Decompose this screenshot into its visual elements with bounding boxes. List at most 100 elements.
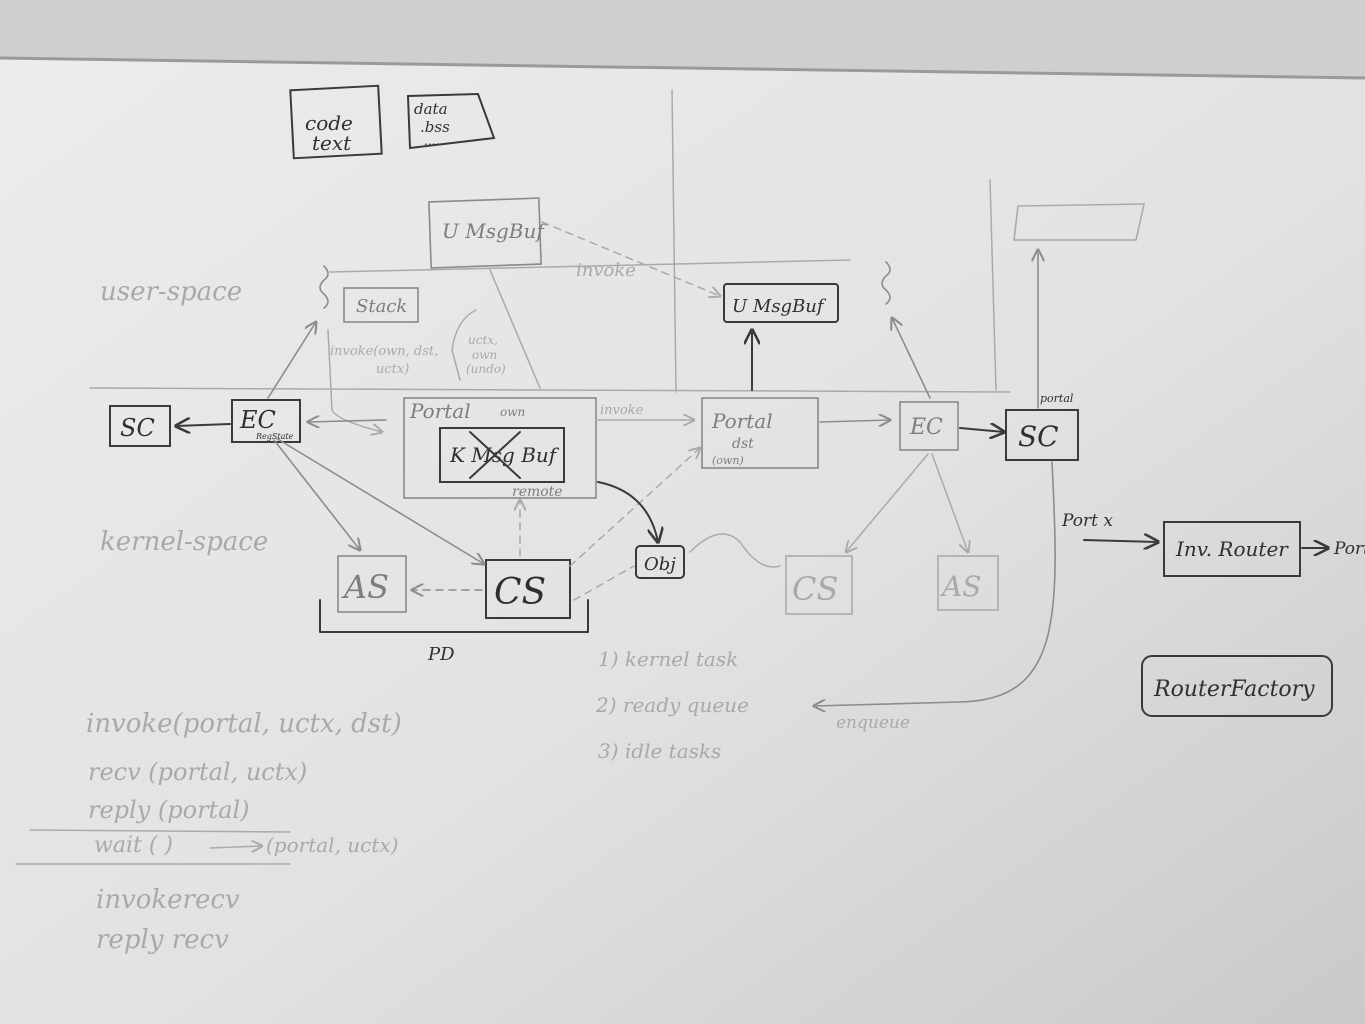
portal-dst-sub-label: dst bbox=[732, 436, 754, 452]
user-space-divider bbox=[329, 259, 851, 273]
kernel-space-label: kernel-space bbox=[100, 527, 268, 557]
portal-own-label: Portal bbox=[409, 399, 471, 423]
as-left-box bbox=[337, 555, 407, 613]
api-recv: recv (portal, uctx) bbox=[88, 758, 307, 786]
sc-left-box bbox=[109, 405, 171, 447]
ec-right-to-as-arrow bbox=[931, 453, 968, 552]
portal-to-ec-right-arrow bbox=[819, 420, 890, 422]
ec-left-label: EC bbox=[239, 406, 276, 434]
ec-to-cs-arrow bbox=[275, 437, 484, 564]
portal-to-obj-arrow bbox=[597, 481, 658, 542]
umsgbuf-to-portal-line bbox=[489, 269, 541, 389]
data-label: data bbox=[414, 100, 448, 118]
cs-right-box bbox=[785, 555, 853, 615]
umsgbuf-invoke-arrow bbox=[541, 221, 720, 296]
cs-to-portal-dst-arrow bbox=[569, 448, 700, 567]
stack-squiggle bbox=[319, 265, 329, 309]
uctx-label: uctx, bbox=[468, 333, 498, 347]
stack-box bbox=[343, 287, 419, 323]
portal-own-box bbox=[403, 397, 597, 499]
cs-left-label: CS bbox=[494, 572, 546, 613]
invoke-mid-label: invoke bbox=[600, 403, 644, 418]
cs-to-obj-line bbox=[573, 565, 635, 601]
scheduler-item-1: 1) kernel task bbox=[598, 647, 738, 671]
as-left-label: AS bbox=[341, 568, 389, 606]
cs-right-label: CS bbox=[792, 570, 838, 608]
router-factory-label: RouterFactory bbox=[1153, 677, 1315, 702]
as-right-box bbox=[937, 555, 999, 611]
text-label: text bbox=[312, 131, 352, 155]
api-replyrecv: reply recv bbox=[96, 925, 229, 955]
ec-left-sub-label: RegState bbox=[255, 432, 294, 441]
umsgbuf-dst-box bbox=[723, 283, 839, 323]
sc-right-box bbox=[1005, 409, 1079, 461]
user-space-label: user-space bbox=[100, 277, 242, 307]
portal-dst-sub2-label: (own) bbox=[712, 454, 744, 467]
router-factory-box bbox=[1141, 655, 1333, 717]
invoke-args-label-2: uctx) bbox=[376, 362, 409, 377]
as-right-label: AS bbox=[939, 570, 981, 603]
vertical-divider bbox=[671, 89, 677, 393]
ec-to-sc-right-arrow bbox=[959, 428, 1004, 432]
uctx-own-label: own bbox=[472, 348, 497, 362]
portal-dst-box bbox=[701, 397, 819, 469]
stack-label: Stack bbox=[356, 296, 407, 317]
inv-router-box bbox=[1163, 521, 1301, 577]
pd-label: PD bbox=[427, 644, 455, 665]
data-bss-box bbox=[406, 92, 496, 150]
uctx-curve bbox=[451, 309, 477, 381]
remote-label: remote bbox=[512, 484, 563, 500]
ec-right-box bbox=[899, 401, 959, 451]
scheduler-item-3: 3) idle tasks bbox=[598, 739, 721, 763]
ec-right-to-stack-arrow bbox=[892, 318, 931, 399]
umsgbuf-src-box bbox=[428, 197, 542, 269]
invoke-args-label: invoke(own, dst, bbox=[330, 344, 438, 359]
kmsgbuf-box bbox=[439, 427, 565, 483]
api-separator-1 bbox=[29, 829, 291, 833]
invoke-top-label: invoke bbox=[576, 260, 636, 281]
user-kernel-divider bbox=[89, 387, 1011, 393]
scheduler-item-2: 2) ready queue bbox=[595, 693, 749, 717]
ellipsis-label: .... bbox=[424, 134, 439, 148]
enqueue-arrow bbox=[814, 461, 1056, 706]
port-x-label: Port x bbox=[1061, 511, 1113, 531]
obj-to-cs-right-curve bbox=[689, 533, 781, 568]
bss-label: .bss bbox=[420, 118, 450, 136]
portal-small-label: portal bbox=[1040, 392, 1074, 405]
umsgbuf-src-label: U MsgBuf bbox=[442, 219, 547, 243]
port-out-label: Port bbox=[1333, 539, 1365, 559]
ec-to-stack-arrow bbox=[267, 322, 316, 399]
code-label: code bbox=[305, 111, 353, 135]
umsgbuf-dst-label: U MsgBuf bbox=[732, 296, 827, 317]
top-right-box bbox=[1013, 203, 1146, 241]
ec-right-label: EC bbox=[909, 415, 943, 440]
board-frame-edge bbox=[0, 56, 1365, 80]
inv-router-label: Inv. Router bbox=[1175, 537, 1289, 561]
vertical-divider-right bbox=[989, 179, 997, 391]
api-invoke: invoke(portal, uctx, dst) bbox=[86, 709, 402, 739]
ec-to-as-arrow bbox=[273, 439, 360, 550]
code-text-box bbox=[289, 84, 383, 160]
cs-left-box bbox=[485, 559, 571, 619]
ec-left-box bbox=[231, 399, 301, 443]
whiteboard-surface bbox=[0, 58, 1365, 1024]
portal-to-ec-arrow bbox=[308, 420, 387, 422]
api-wait-result: (portal, uctx) bbox=[266, 833, 398, 857]
stack-to-portal-arrow bbox=[327, 329, 382, 432]
portal-dst-label: Portal bbox=[711, 409, 773, 433]
kmsgbuf-cross-b bbox=[469, 431, 521, 479]
obj-label: Obj bbox=[644, 554, 676, 575]
pd-bracket bbox=[319, 599, 589, 633]
port-x-arrow bbox=[1083, 540, 1158, 542]
sc-left-label: SC bbox=[120, 414, 155, 442]
api-invokerecv: invokerecv bbox=[96, 885, 240, 915]
ec-to-sc-arrow bbox=[176, 424, 231, 426]
right-stack-squiggle bbox=[881, 261, 891, 305]
sc-right-label: SC bbox=[1018, 420, 1059, 453]
obj-box bbox=[635, 545, 685, 579]
wait-arrow bbox=[209, 846, 262, 848]
portal-own-sup-label: own bbox=[500, 405, 525, 419]
api-reply: reply (portal) bbox=[88, 796, 250, 824]
